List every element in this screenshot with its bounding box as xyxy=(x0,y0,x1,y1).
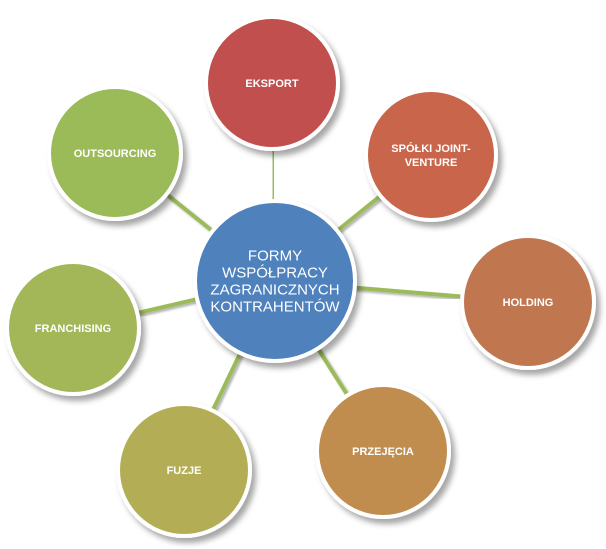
node-label: OUTSOURCING xyxy=(74,148,157,160)
node-label: FRANCHISING xyxy=(35,323,111,335)
center-circle xyxy=(193,199,357,363)
node-outsourcing: OUTSOURCING xyxy=(47,85,183,221)
node-circle xyxy=(5,260,141,396)
node-circle xyxy=(460,234,596,370)
connector-fuzje xyxy=(209,350,243,414)
node-holding: HOLDING xyxy=(460,234,596,370)
connector-spolki-joint-venture xyxy=(334,193,384,234)
node-franchising: FRANCHISING xyxy=(5,260,141,396)
center-label-line: KONTRAHENTÓW xyxy=(210,299,340,316)
connector-przejecia xyxy=(315,345,351,399)
node-przejecia: PRZEJĘCIA xyxy=(315,383,451,519)
center-label-line: ZAGRANICZNYCH xyxy=(210,282,339,299)
node-label-line: HOLDING xyxy=(503,297,554,309)
node-circle xyxy=(47,85,183,221)
node-circle xyxy=(364,88,498,222)
node-spolki-joint-venture: SPÓŁKI JOINT- VENTURE xyxy=(364,88,498,222)
node-label: EKSPORT xyxy=(245,78,298,90)
connector-franchising xyxy=(134,296,200,316)
nodes: EKSPORT SPÓŁKI JOINT- VENTURE HOLDING PRZEJĘ… xyxy=(5,15,596,538)
node-circle xyxy=(116,402,252,538)
node-label: PRZEJĘCIA xyxy=(352,446,414,458)
connector-eksport xyxy=(270,146,276,204)
node-label-line: PRZEJĘCIA xyxy=(352,446,414,458)
node-label-line: EKSPORT xyxy=(245,78,298,90)
node-fuzje: FUZJE xyxy=(116,402,252,538)
node-label: SPÓŁKI JOINT- VENTURE xyxy=(391,142,471,169)
node-label-line: SPÓŁKI JOINT- xyxy=(391,142,471,155)
node-label-line: FUZJE xyxy=(167,465,202,477)
node-label-line: FRANCHISING xyxy=(35,323,111,335)
connector-holding xyxy=(352,285,465,299)
node-label-line: VENTURE xyxy=(405,157,458,169)
node-eksport: EKSPORT xyxy=(204,15,340,151)
center-label-line: WSPÓŁPRACY xyxy=(222,265,328,282)
node-circle xyxy=(315,383,451,519)
connector-outsourcing xyxy=(163,191,216,234)
center-label-line: FORMY xyxy=(248,248,302,265)
node-label: HOLDING xyxy=(503,297,554,309)
node-circle xyxy=(204,15,340,151)
node-label: FUZJE xyxy=(167,465,202,477)
connectors xyxy=(134,146,465,414)
node-label-line: OUTSOURCING xyxy=(74,148,157,160)
